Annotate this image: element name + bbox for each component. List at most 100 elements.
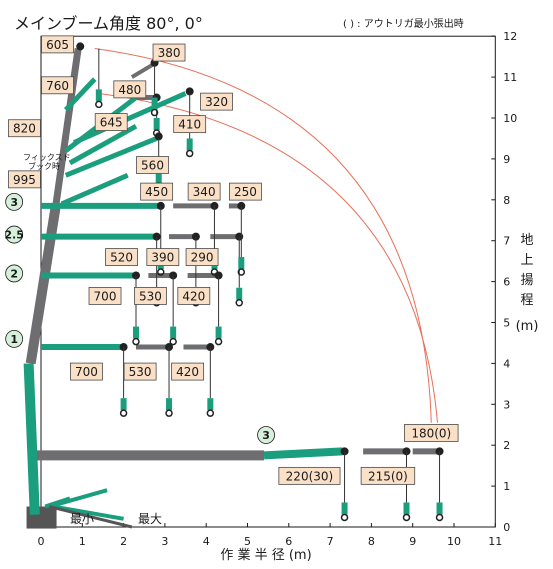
outrigger-arm-1 [48,488,108,509]
load-box [136,156,169,174]
load-box-text: 530 [139,289,162,303]
hook-a2-hook [185,149,194,158]
stage-marker-text: 3 [10,196,18,209]
load-box [152,43,186,62]
load-box [113,80,147,99]
hook-h3-hook [435,513,444,522]
load-box-text: 605 [46,38,69,52]
y-axis-label-char: 揚 [520,272,533,288]
y-tick-label: 0 [503,521,510,534]
outrigger-note: ( ) : アウトリガ最小張出時 [343,19,464,30]
reach-arc-inner [98,92,438,423]
x-tick-label: 3 [161,535,168,548]
angled-jib-3 [64,136,158,178]
load-box [8,170,41,189]
x-tick-label: 7 [327,535,334,548]
stage3-hook-1-hook [210,268,219,276]
hook-top-hook [95,100,103,109]
stage25-hook-2-hook [235,298,243,307]
outrigger-arm-2 [53,504,124,521]
load-box [94,113,128,131]
y-tick-label: 9 [503,153,510,166]
x-tick-label: 8 [368,535,375,548]
angled-jib-7 [130,63,154,79]
load-box-text: 560 [141,159,164,173]
diagram-title: メインブーム角度 80°, 0° [14,14,203,33]
load-box [360,466,416,485]
load-box-text: 450 [145,185,168,199]
hook-a4-hook [150,108,159,117]
load-box-text: 290 [191,251,214,265]
load-box [88,287,122,305]
x-tick-label: 10 [447,535,461,548]
x-tick-label: 5 [244,535,251,548]
load-box [8,119,41,138]
stage2-hook-0-hook [132,337,140,346]
hook-h3-block [436,502,443,515]
load-box-text: 390 [151,251,174,265]
load-box-text: 700 [94,289,117,303]
stage-marker [257,426,275,444]
crane-column [23,363,40,515]
load-box [177,287,211,305]
stage-marker [5,225,24,244]
y-axis-label-char: 程 [520,293,533,308]
hook-a3-block [155,171,162,184]
hook-h1-block [341,502,348,515]
stage2-hook-1-block [170,326,177,339]
stage-marker [5,264,24,283]
sheave-a3 [154,132,163,141]
y-tick-label: 10 [503,112,517,125]
stage1-hook-0-hook [119,409,128,417]
x-tick-label: 6 [285,535,292,548]
stage2-hook-1-hook [169,337,177,346]
load-box-text: 760 [46,79,69,93]
load-box-text: 180(0) [411,426,451,440]
y-axis-label-unit: (m) [516,319,539,334]
outrigger-min-label: 最小 [70,512,94,526]
load-box-text: 820 [13,122,36,136]
stage-marker [5,192,24,211]
y-axis-label-char: 上 [520,253,533,268]
stage-marker-text: 2 [10,267,18,280]
stage-marker-text: 3 [262,429,270,442]
reach-arcs [94,47,438,423]
stage-marker [5,329,24,348]
hook-h2-hook [402,513,411,522]
load-box-text: 320 [205,95,228,109]
hook-a4-block [151,97,158,110]
load-box-text: 420 [176,365,199,379]
main-boom-horizontal-ext [263,447,343,460]
y-tick-label: 11 [503,71,517,84]
y-tick-label: 1 [503,480,510,493]
stage1-hook-1-hook [165,409,173,417]
angled-jib-2 [73,91,187,145]
stage1-hook-2-hook [206,409,215,417]
load-box [187,182,221,201]
load-box [200,92,233,111]
hook-h1-hook [340,513,349,522]
sheave-a2 [185,87,194,96]
hook-a1-block [153,118,160,130]
main-boom-upright-upper [51,47,82,209]
load-box-text: 250 [234,185,257,199]
load-box [70,362,103,381]
load-box-text: 410 [178,118,201,132]
stage1-hook-2-block [207,398,214,411]
angled-jib-6 [63,77,97,112]
x-tick-label: 0 [38,535,45,548]
sheave-top [76,42,85,51]
x-tick-label: 2 [120,535,127,548]
load-box-text: 220(30) [286,469,334,483]
stage2-hook-2-hook [214,337,223,346]
stage-marker-text: 2.5 [4,229,24,242]
x-tick-label: 4 [203,535,210,548]
load-box [173,115,207,134]
stage2-hook-2-block [215,326,222,339]
jib-note-line1: フィックスド [23,153,71,162]
